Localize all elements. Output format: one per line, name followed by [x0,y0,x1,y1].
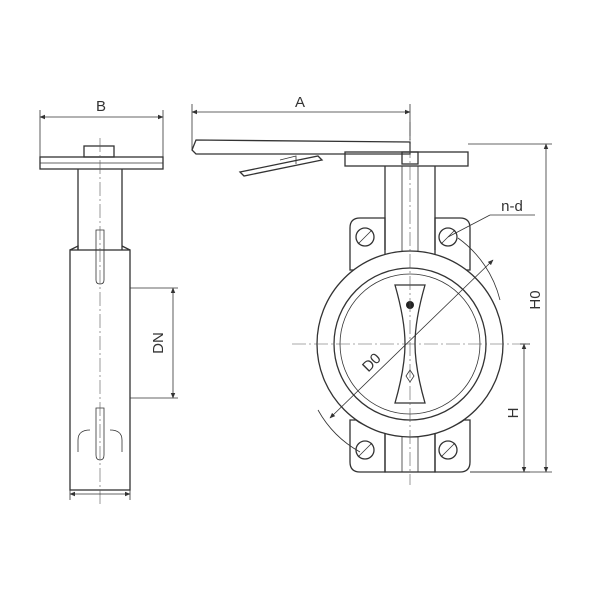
side-view: DN B [39,98,178,505]
d0-dimension-line [329,259,494,419]
a-label: A [295,94,305,111]
front-view: D0 n-d A H0 H [191,94,552,485]
side-neck [77,169,123,250]
h-label: H [505,408,522,419]
handle-latch [238,155,324,177]
bolt-circle-arc-bottom [317,409,361,453]
dn-label: DN [150,332,167,354]
h0-label: H0 [527,290,544,309]
side-stem-cap [83,145,115,158]
bolt-circle-arc-top [457,237,501,301]
nd-leader [447,214,491,238]
nd-label: n-d [501,198,523,215]
b-label: B [96,98,106,115]
